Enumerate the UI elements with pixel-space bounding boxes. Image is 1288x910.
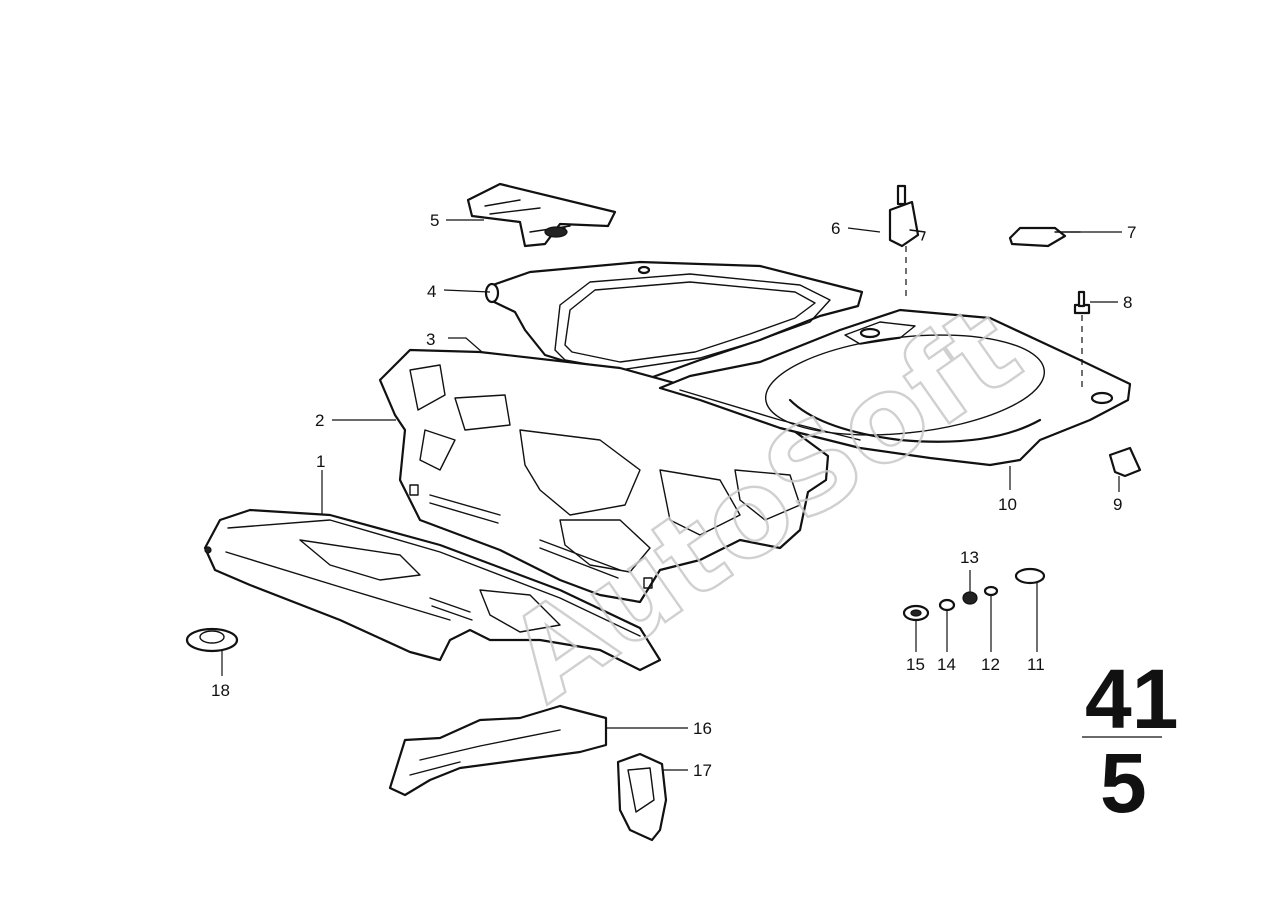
part-18-cap[interactable] [185,627,239,653]
part-13-nut[interactable] [962,591,978,605]
group-number-main: 41 [1085,652,1178,746]
callout-16: 16 [693,719,712,738]
leader-lines [221,219,1162,771]
part-15-clip[interactable] [902,604,930,622]
callout-7: 7 [1127,223,1136,242]
part-14-washer[interactable] [938,598,956,612]
part-10-spare-wheel-floor[interactable] [658,308,1132,467]
callout-6: 6 [831,219,840,238]
callout-17: 17 [693,761,712,780]
callout-3: 3 [426,330,435,349]
part-9-bracket[interactable] [1108,446,1142,478]
callout-10: 10 [998,495,1017,514]
part-16-reinforcement[interactable] [388,704,608,797]
part-6-jack-holder[interactable] [888,184,926,300]
callout-18: 18 [211,681,230,700]
part-2-bulkhead[interactable] [378,348,830,604]
callout-14: 14 [937,655,956,674]
part-17-bracket[interactable] [616,752,668,842]
group-number: 41 5 [1085,652,1178,830]
callout-13: 13 [960,548,979,567]
callout-12: 12 [981,655,1000,674]
part-7-pad[interactable] [1008,226,1081,248]
callout-1: 1 [316,452,325,471]
callout-11: 11 [1027,655,1045,674]
callout-8: 8 [1123,293,1132,312]
callout-5: 5 [430,211,439,230]
part-11-plug[interactable] [1014,567,1046,585]
part-1-floor-member[interactable] [203,508,662,672]
part-12-grommet[interactable] [983,585,999,597]
callout-2: 2 [315,411,324,430]
part-8-bolt[interactable] [1073,290,1091,390]
callout-labels: 1 2 3 4 5 6 7 8 9 10 11 12 13 14 15 16 1… [211,211,1136,780]
part-5-bracket[interactable] [466,182,617,248]
callout-4: 4 [427,282,436,301]
callout-9: 9 [1113,495,1122,514]
group-number-sub: 5 [1100,736,1147,830]
callout-15: 15 [906,655,925,674]
